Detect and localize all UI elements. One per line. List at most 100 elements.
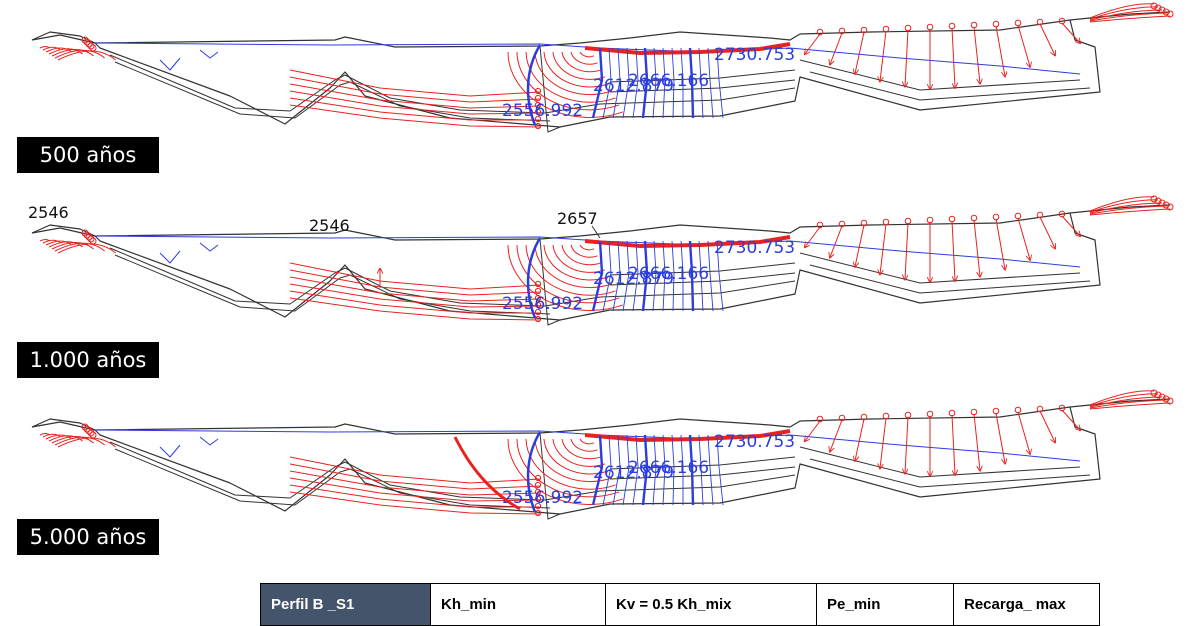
right-node-7 bbox=[970, 408, 978, 416]
left-node-0 bbox=[81, 229, 89, 237]
right-flowline-9 bbox=[1017, 217, 1030, 260]
right-node-8 bbox=[992, 20, 1000, 28]
contour-label-2666: 2666.166 bbox=[628, 458, 709, 478]
core-equipotential-3 bbox=[622, 240, 630, 312]
left-flowline-5 bbox=[54, 49, 105, 59]
left-flowline-6 bbox=[57, 437, 116, 448]
basin-flowline-0 bbox=[289, 69, 541, 97]
right-node-1 bbox=[838, 220, 846, 228]
right-end-flowline-0 bbox=[1089, 208, 1171, 216]
period-label-1000: 1.000 años bbox=[17, 342, 159, 378]
right-flowline-1 bbox=[830, 225, 843, 257]
right-flowline-11 bbox=[1061, 215, 1080, 236]
ground-surface-line bbox=[31, 398, 1171, 435]
right-flowline-2 bbox=[855, 224, 865, 267]
basin-flowline-1 bbox=[289, 269, 541, 296]
core-equipotential-7 bbox=[662, 240, 666, 312]
basin-flowline-2 bbox=[289, 276, 541, 302]
basin-flowline-1 bbox=[289, 463, 541, 490]
right-flowline-7 bbox=[973, 26, 980, 83]
right-end-flowline-4 bbox=[1089, 196, 1155, 212]
right-node-2 bbox=[860, 26, 868, 34]
core-flowline-0 bbox=[579, 438, 595, 445]
table-cell-recharge: Recarga_ max bbox=[953, 583, 1100, 626]
right-flowline-6 bbox=[951, 27, 955, 88]
core-equipotential-3 bbox=[622, 434, 630, 506]
right-node-5 bbox=[926, 410, 934, 418]
elevation-label-middle: 2546 bbox=[309, 216, 350, 235]
left-flowline-2 bbox=[45, 47, 72, 53]
contour-label-2612: 2612.879 bbox=[593, 76, 674, 96]
left-flowline-1 bbox=[42, 46, 61, 51]
right-end-flowline-1 bbox=[1089, 12, 1167, 22]
left-node-4 bbox=[89, 44, 97, 52]
right-node-9 bbox=[1014, 212, 1022, 220]
basin-flowline-2 bbox=[289, 83, 541, 109]
contour-label-2612: 2612.879 bbox=[593, 463, 674, 483]
right-end-flowline-1 bbox=[1089, 399, 1167, 409]
right-end-flowline-0 bbox=[1089, 15, 1171, 23]
left-node-4 bbox=[89, 237, 97, 245]
basin-node-3 bbox=[534, 108, 542, 116]
basin-node-5 bbox=[534, 315, 542, 323]
right-flowline-10 bbox=[1039, 216, 1055, 248]
core-equipotential-8 bbox=[671, 47, 675, 119]
period-label-5000: 5.000 años bbox=[17, 519, 159, 555]
core-flowline-3 bbox=[552, 244, 605, 273]
core-equipotential-11 bbox=[698, 434, 704, 506]
upstream-equipotential bbox=[526, 44, 542, 126]
left-flowline-1 bbox=[42, 239, 61, 244]
basin-flowline-2 bbox=[289, 470, 541, 496]
basin-node-5 bbox=[534, 509, 542, 517]
core-flowline-2 bbox=[561, 438, 602, 460]
right-end-flowline-4 bbox=[1089, 3, 1155, 19]
layer-boundary-4 bbox=[799, 252, 1081, 284]
core-flowline-1 bbox=[570, 244, 598, 258]
right-end-node-0 bbox=[1166, 10, 1174, 18]
core-equipotential-13 bbox=[716, 47, 724, 119]
upstream-equipotential bbox=[526, 431, 542, 513]
core-flowline-3 bbox=[552, 51, 605, 80]
core-equipotential-0 bbox=[591, 434, 604, 506]
right-end-node-3 bbox=[1154, 4, 1162, 12]
left-flowline-6 bbox=[57, 50, 116, 61]
core-equipotential-12 bbox=[707, 434, 714, 506]
basin-flowline-5 bbox=[289, 104, 541, 128]
right-end-node-4 bbox=[1150, 389, 1158, 397]
right-flowline-6 bbox=[951, 220, 955, 281]
core-equipotential-12 bbox=[707, 240, 714, 312]
right-flowline-1 bbox=[830, 419, 843, 451]
right-node-3 bbox=[882, 218, 890, 226]
basin-flowline-4 bbox=[289, 484, 540, 508]
left-flowline-6 bbox=[57, 243, 116, 254]
basin-node-4 bbox=[534, 502, 542, 510]
core-equipotential-13 bbox=[716, 434, 724, 506]
right-flowline-11 bbox=[1061, 409, 1080, 430]
right-flowline-0 bbox=[805, 420, 821, 441]
core-equipotential-10 bbox=[688, 47, 695, 119]
left-flowline-4 bbox=[51, 436, 94, 444]
left-flow-mark bbox=[199, 242, 219, 252]
left-node-3 bbox=[87, 235, 95, 243]
right-flowline-4 bbox=[905, 29, 909, 86]
core-equipotential-10 bbox=[688, 434, 695, 506]
dam-toe-line bbox=[539, 45, 561, 133]
right-end-node-3 bbox=[1154, 197, 1162, 205]
crest-leader-line bbox=[591, 225, 601, 239]
right-end-node-0 bbox=[1166, 203, 1174, 211]
core-flowline-8 bbox=[507, 51, 623, 118]
right-end-node-1 bbox=[1162, 201, 1170, 209]
basin-flowline-0 bbox=[289, 262, 541, 290]
core-flowline-1 bbox=[570, 438, 598, 452]
left-flowline-5 bbox=[54, 242, 105, 252]
right-flowline-3 bbox=[880, 417, 887, 468]
core-equipotential-6 bbox=[652, 47, 657, 119]
basin-flowline-5 bbox=[289, 297, 541, 321]
left-equipotential bbox=[159, 444, 181, 458]
right-node-9 bbox=[1014, 19, 1022, 27]
right-node-0 bbox=[816, 28, 824, 36]
basin-node-1 bbox=[534, 481, 542, 489]
right-flowline-4 bbox=[905, 416, 909, 473]
